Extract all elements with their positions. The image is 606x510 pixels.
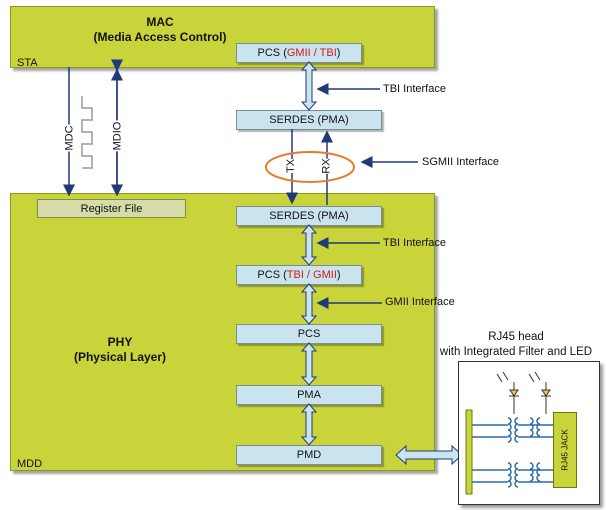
mac-panel (10, 6, 435, 68)
phy-pcs-tbi-gmii-block: PCS (TBI / GMII) (236, 265, 362, 285)
gmii-interface-label: GMII Interface (385, 296, 455, 308)
double-arrow-mac (300, 61, 318, 111)
double-arrow-pma-pmd (300, 403, 318, 446)
phy-title: PHY (Physical Layer) (73, 335, 167, 364)
mac-serdes-block: SERDES (PMA) (236, 110, 382, 130)
mac-pcs-block: PCS (GMII / TBI) (236, 43, 362, 63)
clock-waveform-icon (81, 96, 93, 169)
sgmii-ellipse (265, 151, 355, 183)
rj45-title: RJ45 head with Integrated Filter and LED (439, 331, 593, 358)
double-arrow-pcs-pma (300, 342, 318, 386)
tbi-interface-phy-label: TBI Interface (383, 237, 446, 249)
rj45-jack: RJ45 JACK (553, 412, 577, 488)
mac-title: MAC (Media Access Control) (93, 15, 227, 44)
tbi-interface-top-label: TBI Interface (383, 83, 446, 95)
double-arrow-pcs-pcs (300, 283, 318, 325)
register-file: Register File (37, 199, 186, 218)
sta-tag: STA (17, 57, 38, 69)
double-arrow-serdes-pcs (300, 224, 318, 266)
sgmii-interface-label: SGMII Interface (422, 156, 500, 168)
mdd-tag: MDD (17, 458, 43, 470)
